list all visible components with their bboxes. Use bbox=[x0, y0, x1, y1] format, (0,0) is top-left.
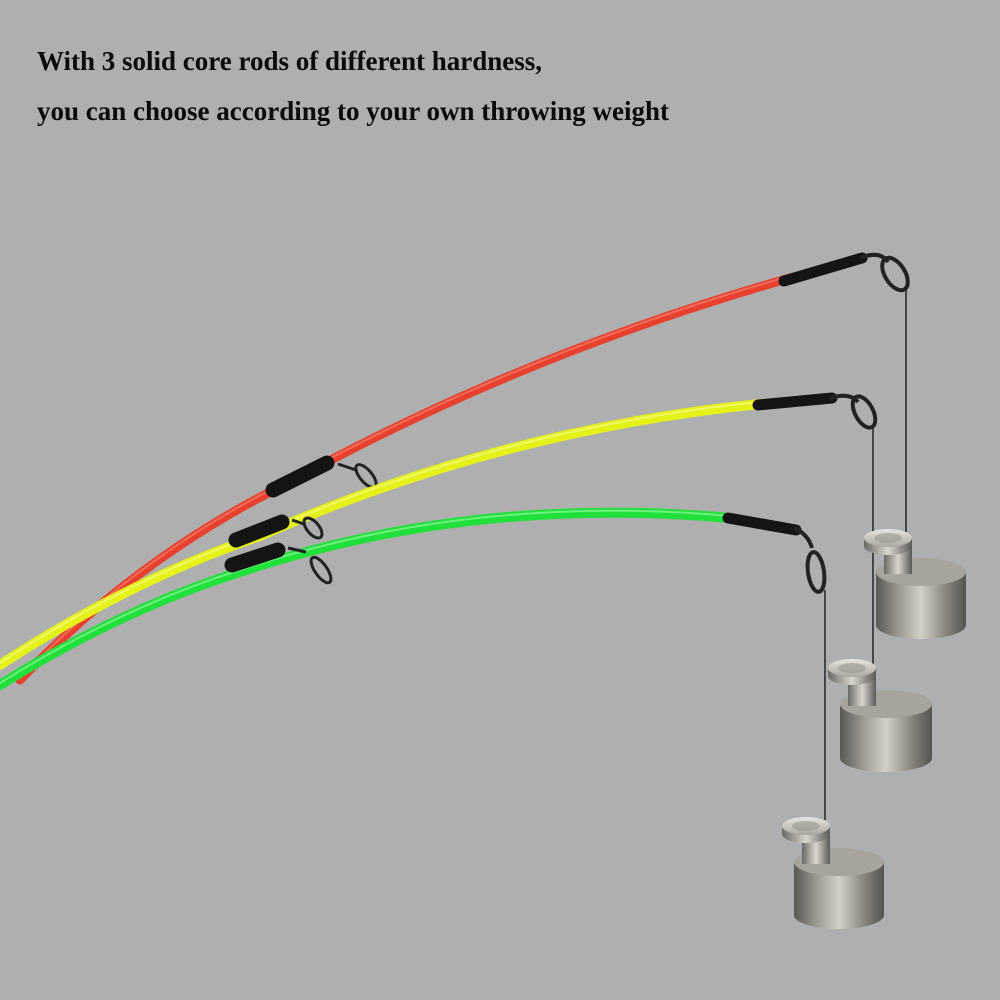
caption-line-2: you can choose according to your own thr… bbox=[37, 96, 670, 126]
rod-yellow-tip-wrap bbox=[752, 392, 838, 411]
rod-yellow-guide bbox=[291, 516, 324, 540]
rod-green bbox=[0, 507, 827, 690]
rod-green-tip-wrap bbox=[722, 512, 802, 536]
weight-green-rod bbox=[782, 817, 884, 929]
rod-green-wrap bbox=[224, 542, 286, 573]
rod-red bbox=[15, 252, 910, 685]
rod-green-guide bbox=[287, 546, 333, 585]
caption: With 3 solid core rods of different hard… bbox=[37, 36, 967, 136]
rod-yellow-tip-guide bbox=[829, 393, 878, 430]
caption-line-1: With 3 solid core rods of different hard… bbox=[37, 46, 543, 76]
weight-red-rod bbox=[864, 529, 966, 639]
weight-yellow-rod bbox=[828, 659, 932, 772]
rod-red-tip-guide bbox=[859, 252, 910, 293]
rod-yellow-blank bbox=[0, 399, 765, 670]
rod-green-tip-guide bbox=[793, 526, 827, 594]
rod-yellow-wrap bbox=[228, 514, 290, 548]
rod-red-wrap bbox=[265, 455, 335, 498]
rod-yellow bbox=[0, 392, 878, 670]
rod-green-blank bbox=[0, 507, 735, 690]
rod-red-tip-wrap bbox=[778, 252, 868, 287]
